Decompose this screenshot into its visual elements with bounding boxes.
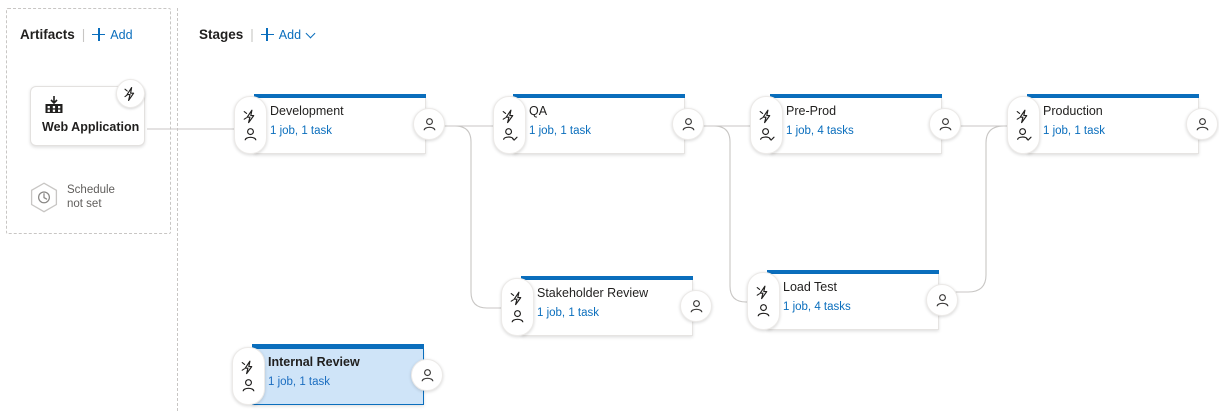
artifact-name: Web Application bbox=[42, 120, 140, 134]
pre-deployment-conditions-button[interactable] bbox=[493, 96, 526, 154]
stage-card-qa[interactable]: QA 1 job, 1 task bbox=[493, 94, 704, 154]
artifacts-title: Artifacts bbox=[20, 27, 75, 42]
stages-add-button[interactable]: Add bbox=[260, 27, 316, 42]
artifact-schedule-trigger[interactable]: Schedule not set bbox=[30, 182, 115, 213]
stage-tasks-link[interactable]: 1 job, 1 task bbox=[270, 125, 333, 137]
pre-deployment-conditions-button[interactable] bbox=[1007, 96, 1040, 154]
stage-name: Stakeholder Review bbox=[537, 286, 649, 300]
pre-deployment-conditions-button[interactable] bbox=[750, 96, 783, 154]
stage-top-accent-bar bbox=[770, 94, 942, 98]
person-icon bbox=[756, 303, 771, 318]
build-artifact-icon bbox=[43, 96, 65, 116]
post-deployment-approval-button[interactable] bbox=[680, 290, 712, 322]
artifact-trigger-badge[interactable] bbox=[116, 79, 145, 108]
stage-top-accent-bar bbox=[1027, 94, 1199, 98]
person-icon bbox=[243, 127, 258, 142]
stage-card-body[interactable]: Pre-Prod 1 job, 4 tasks bbox=[770, 98, 942, 154]
person-icon bbox=[935, 293, 950, 308]
plus-icon bbox=[260, 28, 274, 41]
clock-icon bbox=[30, 182, 58, 213]
artifacts-add-label: Add bbox=[110, 27, 133, 42]
lightning-bolt-icon bbox=[502, 109, 517, 124]
stage-top-accent-bar bbox=[254, 94, 426, 98]
stages-panel bbox=[177, 8, 1214, 411]
stage-card-load-test[interactable]: Load Test 1 job, 4 tasks bbox=[747, 270, 958, 330]
stage-card-development[interactable]: Development 1 job, 1 task bbox=[234, 94, 445, 154]
lightning-bolt-icon bbox=[243, 109, 258, 124]
person-icon bbox=[681, 117, 696, 132]
stage-card-pre-prod[interactable]: Pre-Prod 1 job, 4 tasks bbox=[750, 94, 961, 154]
stage-tasks-link[interactable]: 1 job, 1 task bbox=[529, 125, 592, 137]
artifacts-panel bbox=[6, 8, 171, 234]
chevron-down-icon[interactable] bbox=[307, 30, 316, 39]
person-icon bbox=[420, 368, 435, 383]
stage-name: Internal Review bbox=[268, 355, 360, 369]
stage-tasks-link[interactable]: 1 job, 4 tasks bbox=[783, 301, 851, 313]
stage-card-body[interactable]: QA 1 job, 1 task bbox=[513, 98, 685, 154]
post-deployment-approval-button[interactable] bbox=[413, 108, 445, 140]
person-check-icon bbox=[1016, 127, 1032, 142]
stage-top-accent-bar bbox=[513, 94, 685, 98]
person-icon bbox=[241, 378, 256, 393]
stage-card-production[interactable]: Production 1 job, 1 task bbox=[1007, 94, 1218, 154]
stage-name: Pre-Prod bbox=[786, 104, 837, 118]
stage-card-body[interactable]: Production 1 job, 1 task bbox=[1027, 98, 1199, 154]
post-deployment-approval-button[interactable] bbox=[672, 108, 704, 140]
lightning-bolt-icon bbox=[1016, 109, 1031, 124]
stage-name: Load Test bbox=[783, 280, 837, 294]
stage-top-accent-bar bbox=[252, 344, 424, 349]
stage-tasks-link[interactable]: 1 job, 1 task bbox=[268, 376, 331, 388]
post-deployment-approval-button[interactable] bbox=[929, 108, 961, 140]
lightning-bolt-icon bbox=[124, 86, 137, 101]
schedule-line-2: not set bbox=[67, 197, 102, 210]
stage-top-accent-bar bbox=[767, 270, 939, 274]
stage-top-accent-bar bbox=[521, 276, 693, 280]
post-deployment-approval-button[interactable] bbox=[1186, 108, 1218, 140]
pre-deployment-conditions-button[interactable] bbox=[234, 96, 267, 154]
person-icon bbox=[422, 117, 437, 132]
schedule-line-1: Schedule bbox=[67, 184, 115, 196]
plus-icon bbox=[92, 28, 106, 41]
stage-name: QA bbox=[529, 104, 548, 118]
stage-card-body[interactable]: Stakeholder Review 1 job, 1 task bbox=[521, 280, 693, 336]
post-deployment-approval-button[interactable] bbox=[926, 284, 958, 316]
stage-card-body[interactable]: Internal Review 1 job, 1 task bbox=[252, 349, 424, 405]
stage-tasks-link[interactable]: 1 job, 1 task bbox=[1043, 125, 1106, 137]
lightning-bolt-icon bbox=[756, 285, 771, 300]
stage-tasks-link[interactable]: 1 job, 1 task bbox=[537, 307, 600, 319]
person-check-icon bbox=[759, 127, 775, 142]
stage-name: Development bbox=[270, 104, 344, 118]
stage-tasks-link[interactable]: 1 job, 4 tasks bbox=[786, 125, 854, 137]
person-icon bbox=[689, 299, 704, 314]
person-check-icon bbox=[502, 127, 518, 142]
lightning-bolt-icon bbox=[759, 109, 774, 124]
schedule-text: Schedule not set bbox=[67, 184, 115, 211]
stages-header: Stages | Add bbox=[199, 27, 316, 42]
lightning-bolt-icon bbox=[241, 360, 256, 375]
post-deployment-approval-button[interactable] bbox=[411, 359, 443, 391]
artifacts-header-separator: | bbox=[81, 27, 86, 42]
pre-deployment-conditions-button[interactable] bbox=[501, 278, 534, 336]
artifacts-header: Artifacts | Add bbox=[20, 27, 133, 42]
lightning-bolt-icon bbox=[510, 291, 525, 306]
stage-card-internal-review[interactable]: Internal Review 1 job, 1 task bbox=[232, 344, 443, 405]
artifact-card-web-application[interactable]: Web Application bbox=[30, 86, 145, 146]
stages-title: Stages bbox=[199, 27, 244, 42]
stage-name: Production bbox=[1043, 104, 1103, 118]
pre-deployment-conditions-button[interactable] bbox=[232, 347, 265, 405]
stage-card-stakeholder-review[interactable]: Stakeholder Review 1 job, 1 task bbox=[501, 276, 712, 336]
stages-add-label: Add bbox=[278, 27, 302, 42]
person-icon bbox=[1195, 117, 1210, 132]
stage-card-body[interactable]: Development 1 job, 1 task bbox=[254, 98, 426, 154]
artifacts-add-button[interactable]: Add bbox=[92, 27, 133, 42]
person-icon bbox=[938, 117, 953, 132]
pre-deployment-conditions-button[interactable] bbox=[747, 272, 780, 330]
stage-card-body[interactable]: Load Test 1 job, 4 tasks bbox=[767, 274, 939, 330]
stages-header-separator: | bbox=[250, 27, 254, 42]
person-icon bbox=[510, 309, 525, 324]
